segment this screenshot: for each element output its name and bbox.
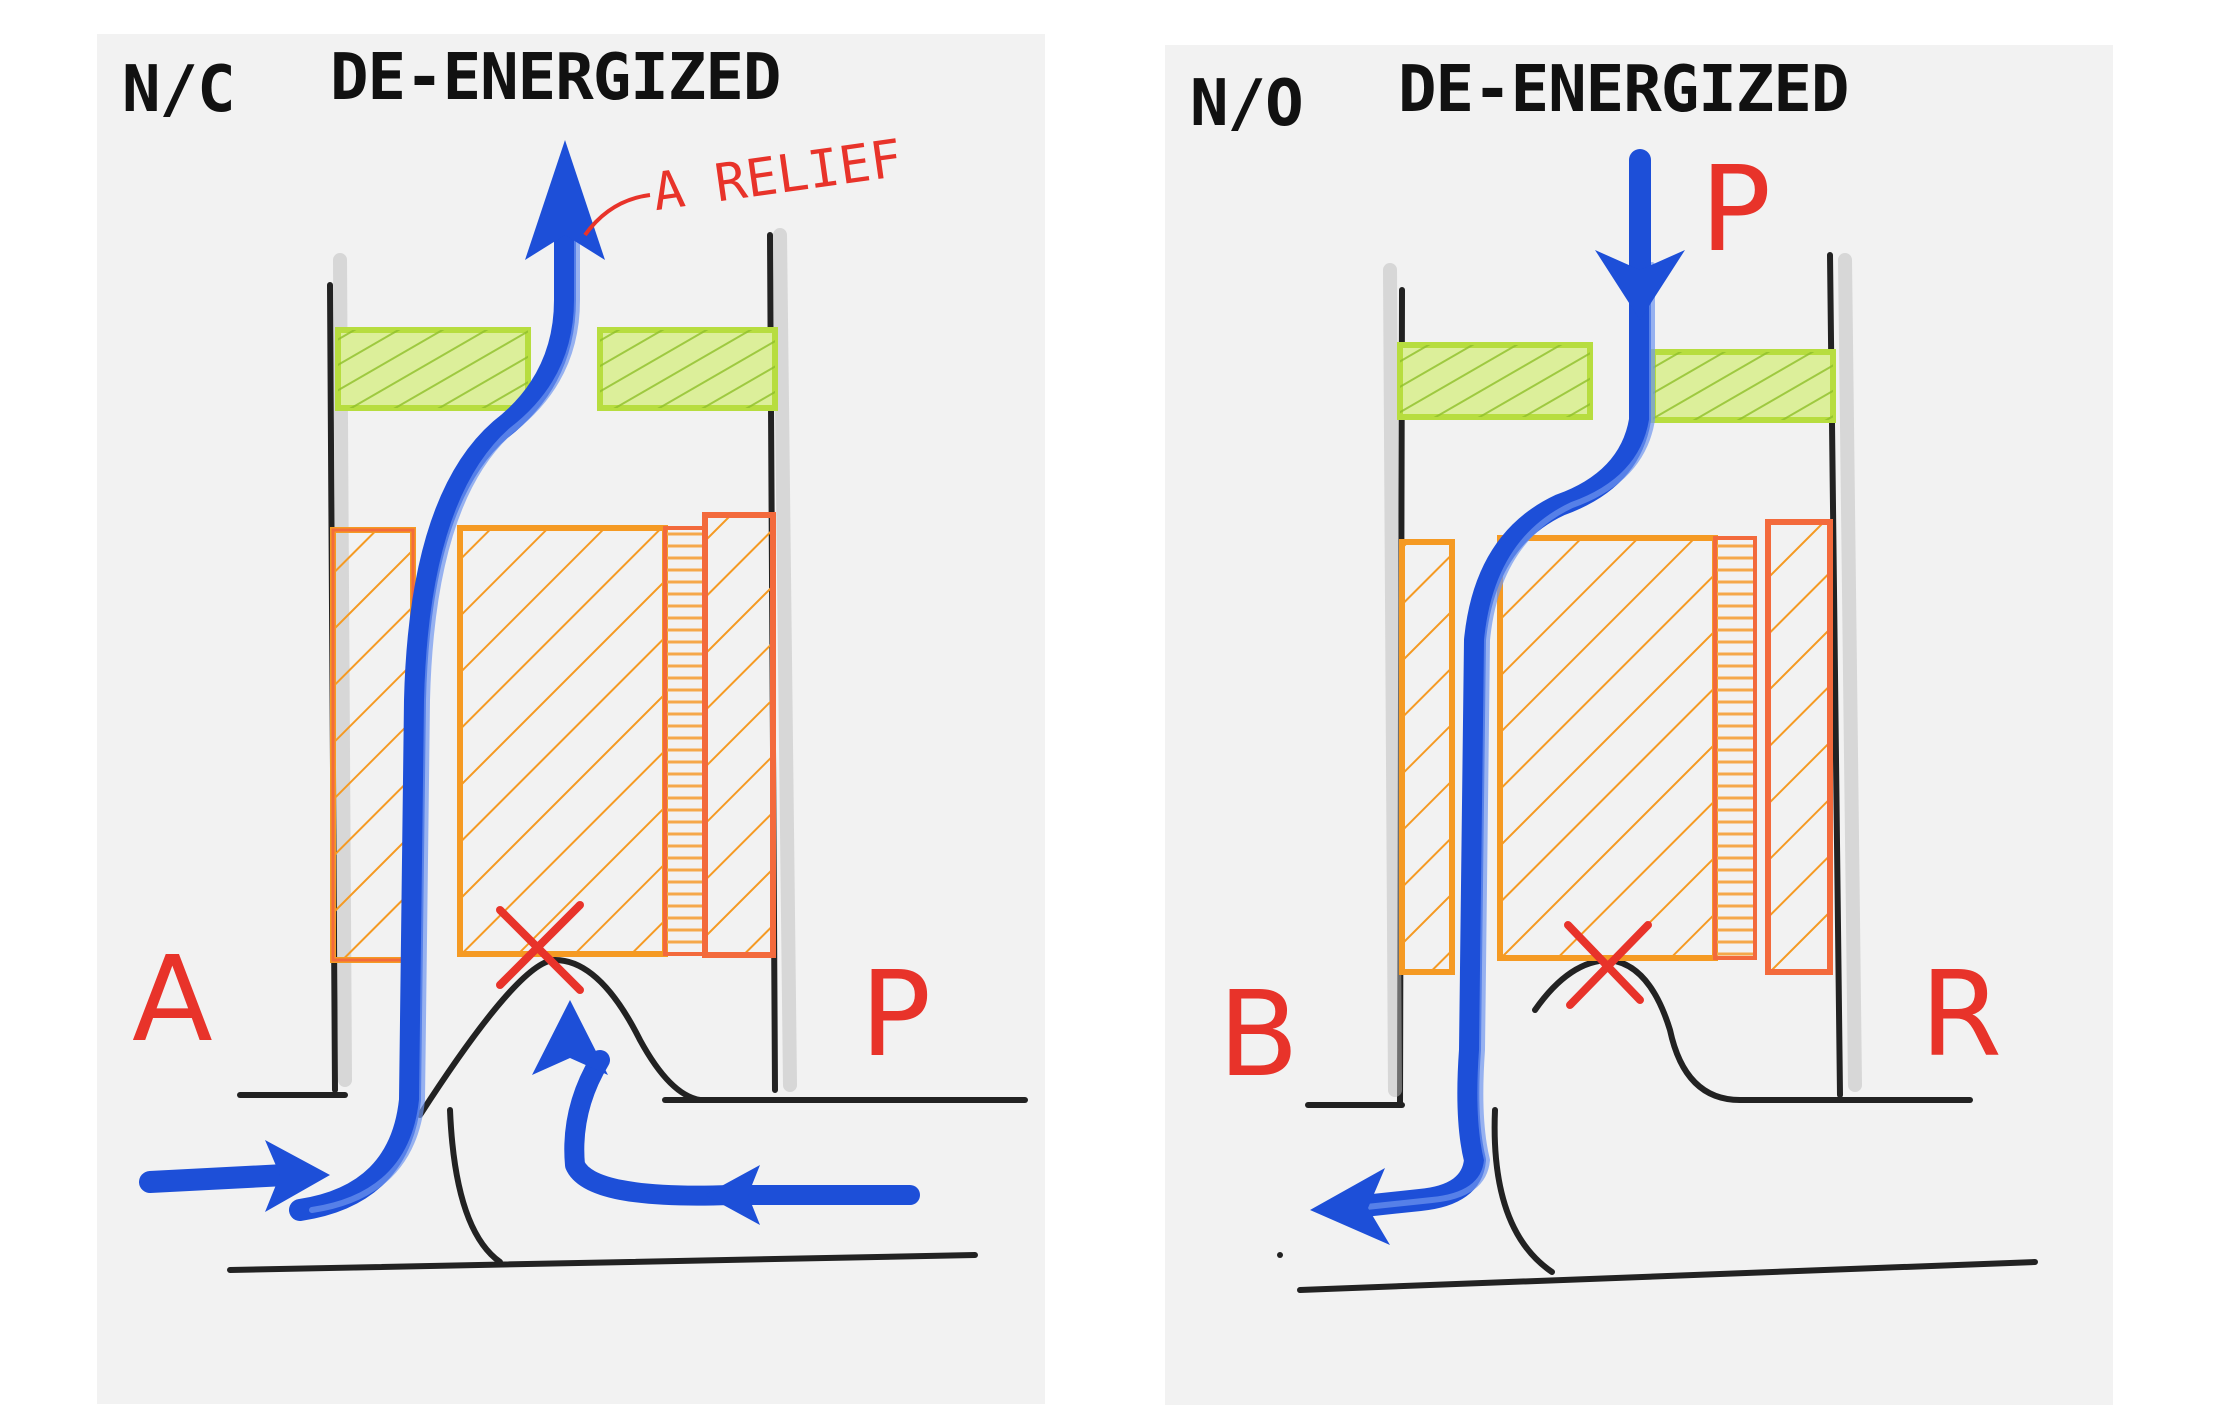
panel-mode-label: N/C [122, 53, 236, 127]
arrow-down-icon [1595, 250, 1685, 320]
arrowheads [265, 140, 760, 1225]
port-label-left: B [1218, 965, 1299, 1103]
plunger-assembly [1399, 519, 1833, 975]
annotation-leader [583, 193, 651, 237]
port-label-right: P [860, 945, 932, 1083]
port-label-top: P [1700, 140, 1772, 278]
arrow-left-icon [705, 1165, 760, 1225]
diagram-nc [97, 34, 1045, 1404]
valve-body [1277, 252, 2038, 1293]
port-label-left: A [132, 930, 213, 1068]
panel-state-label: DE-ENERGIZED [1398, 53, 1849, 127]
arrow-left-icon [1310, 1168, 1390, 1245]
panel-state-label: DE-ENERGIZED [330, 41, 781, 115]
panel-mode-label: N/O [1190, 67, 1304, 141]
plunger-assembly [330, 512, 776, 963]
coil-band [1397, 342, 1836, 423]
arrow-up-inlet-icon [532, 1000, 608, 1075]
coil-band [335, 327, 778, 411]
flow-paths [139, 179, 920, 1221]
arrowheads [1310, 250, 1685, 1245]
port-label-right: R [1920, 945, 2002, 1083]
arrow-right-icon [265, 1140, 330, 1212]
diagram-no [1165, 45, 2113, 1405]
arrow-up-icon [525, 140, 605, 260]
blocked-seat-icon [1564, 921, 1652, 1009]
panel-no: N/O DE-ENERGIZED P B R [1100, 0, 2216, 1408]
flow-paths [1334, 149, 1655, 1219]
panel-nc: N/C DE-ENERGIZED A RELIEF A P [0, 0, 1100, 1408]
blocked-seat-icon [496, 901, 584, 994]
